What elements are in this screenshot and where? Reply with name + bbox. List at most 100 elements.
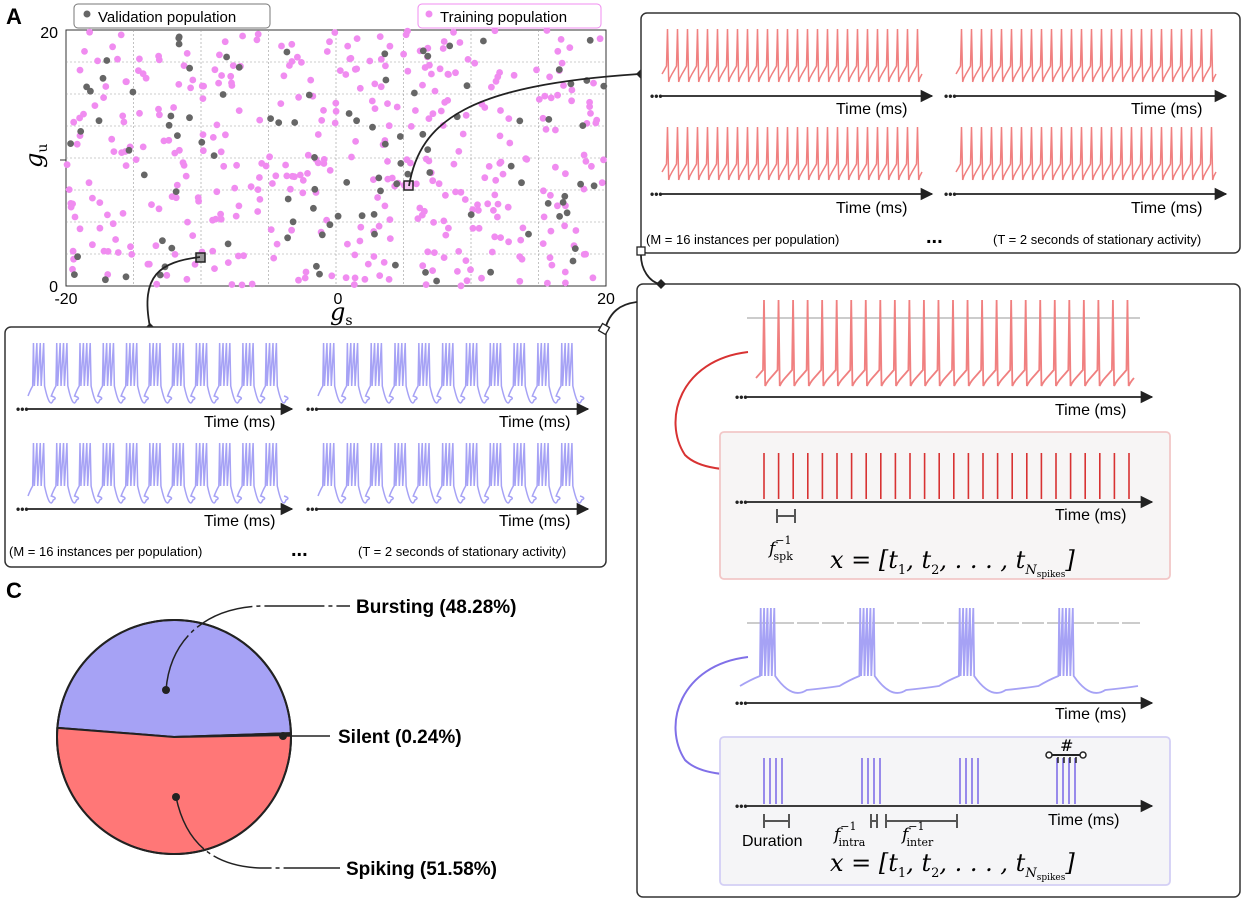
training-point [431, 87, 439, 95]
training-point [356, 237, 364, 245]
pie-label-spiking: Spiking (51.58%) [346, 859, 497, 880]
training-point [118, 149, 126, 157]
validation-point [103, 57, 111, 64]
validation-point [563, 209, 571, 217]
training-point [199, 95, 207, 102]
connector-bursting [146, 256, 201, 328]
training-point [384, 100, 391, 107]
spiking-traces: •••••••••••• [650, 28, 1228, 201]
training-point [552, 163, 559, 171]
svg-text:Training population: Training population [440, 9, 567, 26]
bursting-note-instances: (M = 16 instances per population) [9, 544, 202, 559]
training-point [152, 242, 160, 250]
training-point [227, 72, 235, 80]
training-point [222, 131, 229, 139]
training-point [544, 279, 551, 287]
training-point [543, 27, 551, 34]
validation-point [334, 212, 342, 220]
training-point [160, 137, 168, 145]
training-point [213, 188, 221, 196]
validation-point [480, 37, 487, 45]
spiking-trace-1 [661, 28, 923, 83]
training-point [199, 131, 207, 139]
training-point [287, 185, 294, 193]
validation-point [375, 174, 383, 182]
training-point [331, 29, 339, 36]
training-point [110, 148, 118, 156]
bursting-time-label-4: Time (ms) [499, 513, 570, 530]
training-point [256, 196, 264, 203]
bursting-trace-4 [317, 442, 585, 504]
training-point [80, 110, 87, 118]
training-point [552, 126, 559, 134]
training-point [580, 185, 588, 193]
training-point [288, 40, 296, 48]
training-point [248, 280, 256, 288]
training-point [233, 161, 241, 169]
validation-point [545, 116, 553, 123]
x-tick-0: 0 [334, 291, 343, 308]
training-point [439, 45, 447, 52]
training-point [494, 213, 501, 221]
training-point [422, 155, 430, 163]
training-point [91, 102, 99, 109]
training-point [304, 151, 312, 159]
b-time-label-1: Time (ms) [1055, 402, 1126, 419]
validation-point [422, 269, 429, 276]
training-point [382, 62, 389, 70]
validation-point [311, 185, 319, 193]
training-point [429, 267, 436, 274]
validation-point [579, 122, 587, 129]
validation-point [392, 261, 399, 269]
training-point [254, 186, 262, 194]
training-point [452, 69, 459, 77]
axis-ellipsis: ••• [735, 696, 748, 710]
training-point [412, 107, 419, 114]
training-point [76, 225, 84, 233]
training-point [331, 119, 339, 127]
training-point [172, 194, 180, 202]
training-point [516, 253, 524, 260]
training-point [547, 191, 554, 199]
validation-point [156, 271, 164, 279]
training-point [370, 253, 378, 260]
validation-point [569, 257, 577, 265]
training-point [428, 70, 435, 78]
axis-ellipsis: ••• [735, 799, 748, 813]
training-point [413, 180, 420, 188]
training-point [163, 271, 171, 279]
training-point [560, 82, 567, 89]
training-point [590, 79, 597, 87]
training-point [440, 38, 448, 45]
training-point [155, 52, 163, 60]
training-point [189, 232, 197, 240]
training-point [404, 67, 412, 75]
training-point [600, 156, 607, 164]
training-point [73, 140, 81, 148]
training-point [215, 79, 223, 87]
training-point [247, 183, 255, 191]
axis-ellipsis: ••• [306, 402, 319, 416]
training-point [63, 161, 71, 169]
pie-label-silent: Silent (0.24%) [338, 727, 462, 748]
axis-ellipsis: ••• [735, 390, 748, 404]
training-point [457, 188, 465, 196]
training-point [385, 122, 393, 130]
validation-point [561, 192, 569, 200]
legend-training: Training population [417, 3, 602, 29]
training-point [352, 138, 359, 145]
training-point [539, 114, 547, 122]
training-point [269, 180, 276, 187]
training-point [522, 155, 530, 163]
training-point [459, 130, 467, 138]
training-point [114, 249, 122, 256]
training-point [380, 259, 388, 266]
training-point [596, 35, 604, 43]
training-point [351, 251, 359, 259]
training-point [558, 59, 566, 67]
training-point [136, 109, 143, 117]
validation-point [235, 63, 243, 71]
validation-point [186, 114, 193, 122]
